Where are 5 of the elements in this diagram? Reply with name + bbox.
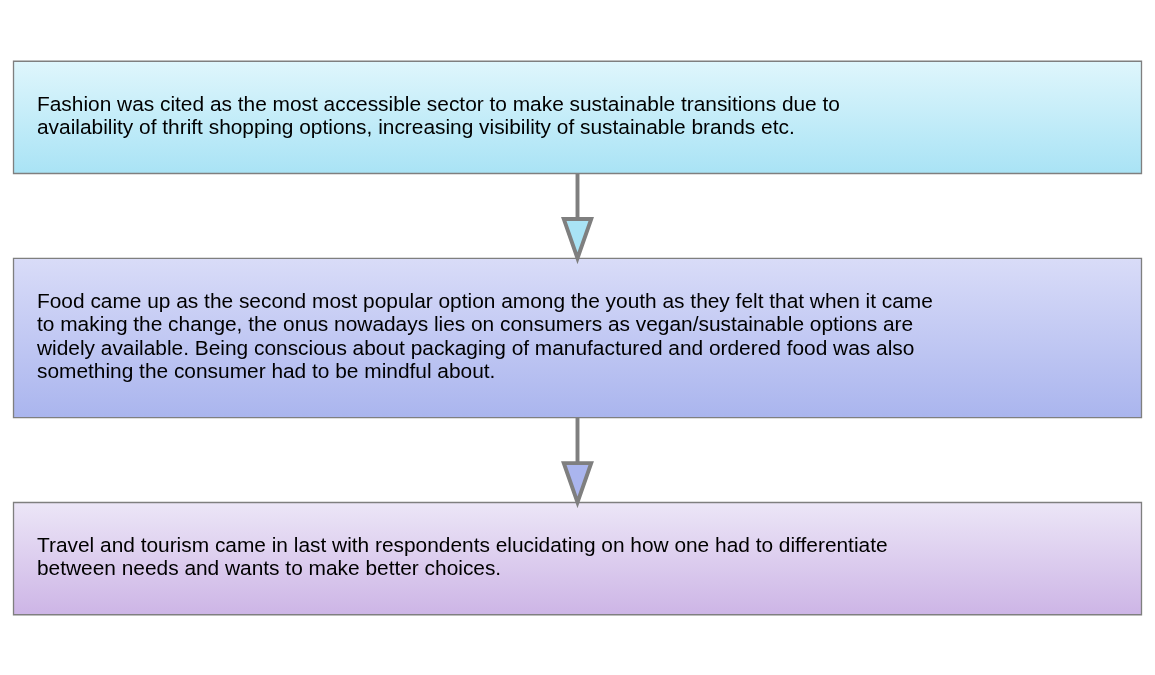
- node-box: Food came up as the second most popular option among the youth as they felt that when it came to making the change, the onus nowadays lies on consumers as vegan/sustainable options are widely available. Being conscious about packaging of manufactured and ordered food was also something the consumer had to be mindful about.: [12, 257, 1143, 418]
- node-box: Fashion was cited as the most accessible sector to make sustainable transitions due to availability of thrift shopping options, increasing visibility of sustainable brands etc.: [12, 60, 1143, 174]
- arrow: [561, 417, 594, 508]
- node-box: Travel and tourism came in last with respondents elucidating on how one had to differentiate between needs and wants to make better choices.: [12, 501, 1143, 615]
- arrow: [561, 173, 594, 264]
